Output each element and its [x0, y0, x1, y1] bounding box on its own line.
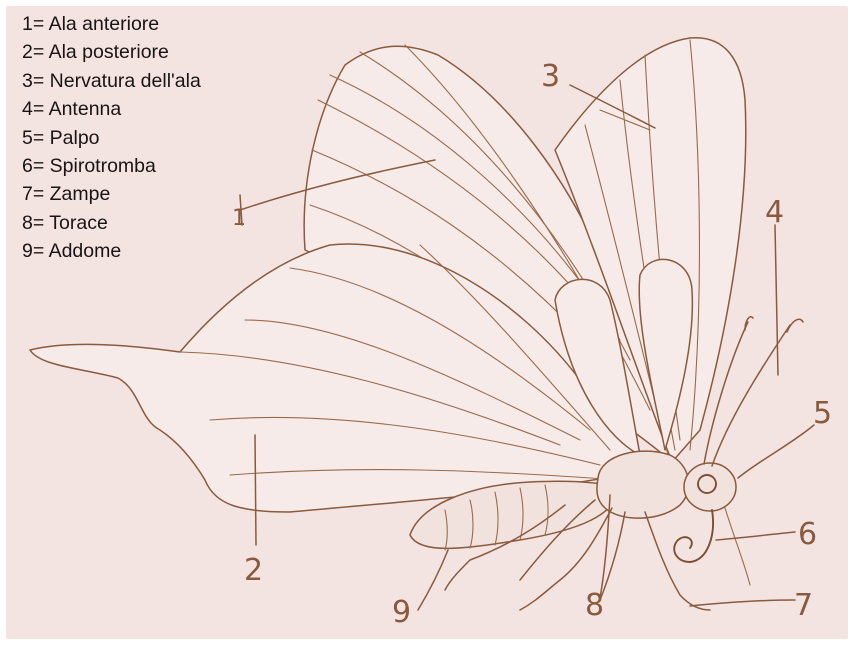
callout-7: 7: [794, 588, 813, 623]
legend-item-antenna: 4= Antenna: [22, 95, 201, 123]
legend-item-spirotromba: 6= Spirotromba: [22, 152, 201, 180]
proboscis: [674, 510, 713, 562]
callout-1: 1: [232, 206, 246, 231]
callout-9: 9: [392, 595, 411, 630]
callout-2: 2: [244, 553, 263, 588]
callout-5: 5: [813, 396, 832, 431]
legend-item-torace: 8= Torace: [22, 209, 201, 237]
callout-4: 4: [765, 195, 784, 230]
thorax: [597, 451, 689, 518]
legend-item-palpo: 5= Palpo: [22, 124, 201, 152]
legend-item-addome: 9= Addome: [22, 237, 201, 265]
callout-6: 6: [798, 517, 817, 552]
legend-item-ala-posteriore: 2= Ala posteriore: [22, 38, 201, 66]
legend: 1= Ala anteriore 2= Ala posteriore 3= Ne…: [22, 10, 201, 266]
legend-item-ala-anteriore: 1= Ala anteriore: [22, 10, 201, 38]
head: [684, 463, 736, 511]
callout-8: 8: [585, 588, 604, 623]
callout-3: 3: [541, 59, 560, 94]
legend-item-zampe: 7= Zampe: [22, 180, 201, 208]
legend-item-nervatura: 3= Nervatura dell'ala: [22, 67, 201, 95]
